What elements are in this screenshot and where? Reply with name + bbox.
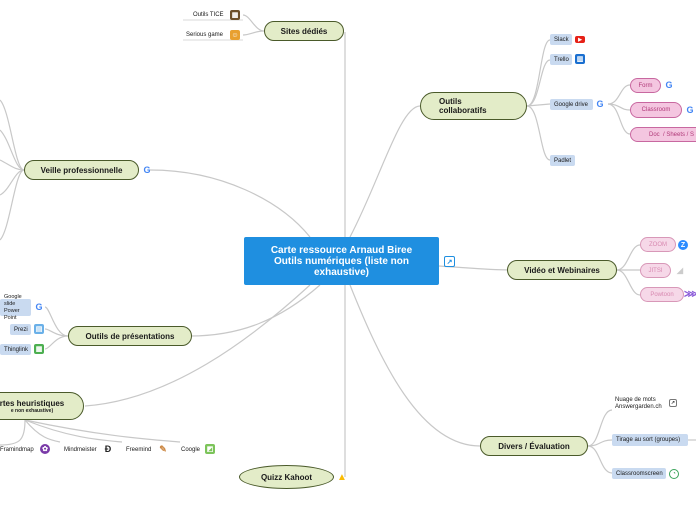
leaf-serious-game-label: Serious game (186, 32, 224, 38)
leaf-padlet-label: Padlet (554, 157, 572, 164)
branch-outils-collaboratifs[interactable]: Outils collaboratifs (420, 92, 527, 120)
leaf-doc-sheets-label: Doc / Sheets / S (649, 131, 695, 138)
leaf-prezi-label: Prezi (14, 326, 28, 333)
leaf-coogle-label: Coogle (181, 447, 201, 453)
external-link-icon[interactable]: ↗ (669, 399, 677, 407)
leaf-google-slide-label: Google slide Power Point (4, 293, 22, 321)
branch-presentations-label: Outils de présentations (85, 331, 175, 341)
form-google-icon: G (665, 80, 673, 90)
leaf-slack-label: Slack (554, 36, 569, 43)
leaf-framindmap-label: Framindmap (0, 447, 34, 453)
leaf-classroom-label: Classroom (641, 107, 671, 113)
leaf-mindmeister-label: Mindmeister (64, 447, 97, 453)
connector-divers (349, 284, 481, 447)
leaf-zoom[interactable]: ZOOM (640, 237, 676, 252)
connector-presentations (189, 284, 321, 337)
leaf-thinglink-label: Thinglink (4, 346, 29, 353)
branch-sites-label: Sites dédiés (280, 26, 328, 36)
branch-video-webinaires[interactable]: Vidéo et Webinaires (507, 260, 617, 280)
leaf-tirage-label: Tirage au sort (groupes) (616, 437, 681, 443)
google-slide-icon: G (35, 302, 43, 312)
leaf-classroomscreen[interactable]: Classroomscreen (612, 468, 666, 479)
serious-game-image-icon: ☺ (230, 30, 240, 40)
leaf-google-slide[interactable]: Google slide Power Point (0, 294, 31, 321)
leaf-classroomscreen-label: Classroomscreen (616, 470, 663, 477)
leaf-powtoon[interactable]: Powtoon (640, 287, 684, 302)
leaf-framindmap[interactable]: Framindmap (0, 447, 34, 453)
freemind-icon: ✎ (158, 443, 168, 454)
thinglink-image-icon: ▦ (34, 344, 44, 354)
leaf-doc-sheets[interactable]: Doc / Sheets / S (630, 127, 696, 142)
leaf-serious-game[interactable]: Serious game (186, 32, 223, 38)
jitsi-icon: ◢ (676, 265, 684, 275)
external-link-icon[interactable]: ↗ (444, 256, 455, 267)
branch-veille-label: Veille professionnelle (40, 165, 123, 175)
connector-veille (149, 169, 311, 238)
classroomscreen-icon: ◔ (669, 469, 679, 479)
central-topic[interactable]: Carte ressource Arnaud Biree Outils numé… (244, 237, 439, 285)
leaf-classroom[interactable]: Classroom (630, 102, 682, 118)
branch-kahoot-label: Quizz Kahoot (260, 472, 313, 482)
leaf-google-drive-label: Google drive (554, 101, 589, 108)
leaf-nuage-label: Nuage de mots Answergarden.ch (615, 397, 662, 410)
google-drive-g-icon: G (596, 99, 604, 109)
powtoon-icon: ⋙ (683, 288, 696, 300)
leaf-freemind[interactable]: Freemind (126, 447, 151, 453)
leaf-tirage-au-sort[interactable]: Tirage au sort (groupes) (612, 434, 688, 446)
branch-heuristiques-label: rtes heuristiques (0, 398, 65, 408)
youtube-icon: ▶ (575, 36, 585, 43)
leaf-padlet[interactable]: Padlet (550, 155, 575, 166)
framindmap-icon: ✿ (40, 444, 50, 454)
branch-outils-presentations[interactable]: Outils de présentations (68, 326, 192, 346)
connector-heuristiques (84, 284, 311, 407)
leaf-slack[interactable]: Slack (550, 34, 572, 45)
outils-tice-image-icon: ▦ (230, 10, 240, 20)
branch-heuristiques-note: e non exhaustive) (10, 407, 54, 414)
branch-veille-professionnelle[interactable]: Veille professionnelle (24, 160, 139, 180)
leaf-trello[interactable]: Trello (550, 54, 572, 65)
branch-collab-label: Outils collaboratifs (439, 97, 487, 115)
classroom-google-icon: G (686, 105, 694, 115)
leaf-powtoon-label: Powtoon (650, 291, 674, 298)
leaf-nuage-de-mots[interactable]: Nuage de mots Answergarden.ch (615, 397, 671, 411)
leaf-form-label: Form (638, 82, 653, 89)
branch-cartes-heuristiques[interactable]: rtes heuristiques e non exhaustive) (0, 392, 84, 420)
leaf-form[interactable]: Form (630, 78, 661, 93)
leaf-outils-tice[interactable]: Outils TICE (193, 12, 224, 18)
branch-sites-dedies[interactable]: Sites dédiés (264, 21, 344, 41)
leaf-freemind-label: Freemind (126, 447, 152, 453)
leaf-zoom-label: ZOOM (649, 241, 667, 248)
leaf-outils-tice-label: Outils TICE (193, 12, 224, 18)
google-icon: G (143, 165, 151, 175)
prezi-image-icon: ▤ (34, 324, 44, 334)
google-drive-icon: ▲ (337, 471, 347, 483)
branch-video-label: Vidéo et Webinaires (524, 265, 600, 275)
mindmeister-icon: Đ (103, 444, 113, 454)
connector-collab (349, 105, 421, 238)
branch-quizz-kahoot[interactable]: Quizz Kahoot (239, 465, 334, 489)
leaf-prezi[interactable]: Prezi (10, 324, 31, 335)
leaf-coogle[interactable]: Coogle (181, 447, 200, 453)
branch-divers-evaluation[interactable]: Divers / Évaluation (480, 436, 588, 456)
branch-divers-label: Divers / Évaluation (498, 441, 570, 451)
leaf-trello-label: Trello (554, 56, 569, 63)
central-topic-label: Carte ressource Arnaud Biree Outils numé… (270, 244, 413, 278)
leaf-jitsi[interactable]: JITSI (640, 263, 671, 278)
zoom-icon: Z (678, 240, 688, 250)
leaf-thinglink[interactable]: Thinglink (0, 344, 31, 355)
coogle-icon: ◩ (205, 444, 215, 454)
leaf-mindmeister[interactable]: Mindmeister (64, 447, 97, 453)
leaf-google-drive[interactable]: Google drive (550, 99, 593, 110)
trello-icon: ▥ (575, 54, 585, 64)
leaf-jitsi-label: JITSI (648, 267, 663, 274)
